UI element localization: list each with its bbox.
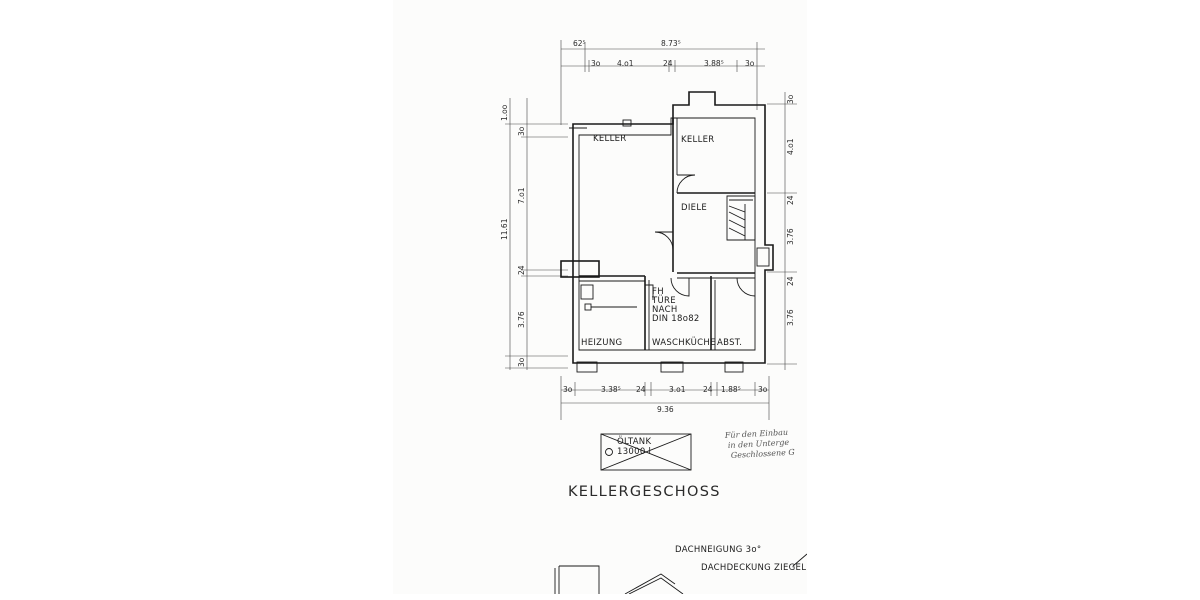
dim-right-6: 3.76: [786, 309, 795, 326]
dim-bottom-7: 3o: [758, 385, 768, 394]
room-label-heizung: HEIZUNG: [581, 338, 622, 348]
dim-bottom-1: 3o: [563, 385, 573, 394]
dim-top-5: 3o: [745, 59, 755, 68]
window-wells: [576, 119, 770, 373]
fh-note-2: TÜRE: [651, 295, 676, 306]
fh-note-1: FH: [652, 287, 664, 297]
dim-left-overall: 11.61: [500, 218, 509, 240]
doors: [645, 174, 756, 300]
dim-bottom-2: 3.38⁵: [601, 385, 621, 394]
dim-left-4: 24: [517, 265, 526, 275]
heating-unit: [580, 284, 637, 311]
dim-bottom-3: 24: [636, 385, 646, 394]
dim-top-3: 24: [663, 59, 673, 68]
room-label-keller-right: KELLER: [681, 135, 715, 145]
room-label-abst: ABST.: [717, 338, 742, 348]
dim-right-5: 24: [786, 276, 795, 286]
hand-line-3: Geschlossene G: [731, 448, 796, 460]
handwritten-note: Für den Einbau in den Unterge Geschlosse…: [724, 428, 796, 460]
dim-bottom-overall: 9.36: [657, 405, 674, 414]
roof-slope-note: DACHNEIGUNG 3o°: [675, 545, 761, 555]
room-label-diele: DIELE: [681, 203, 707, 213]
hand-line-2: in den Unterge: [728, 438, 790, 450]
dim-right-1: 3o: [786, 94, 795, 104]
room-label-waschkueche: WASCHKÜCHE: [652, 337, 716, 348]
bottom-dimensions: 3o 3.38⁵ 24 3.o1 24 1.88⁵ 3o 9.36: [560, 376, 770, 420]
dim-left-5: 3.76: [517, 311, 526, 328]
right-dimensions: 3o 4.o1 24 3.76 24 3.76: [767, 92, 797, 370]
left-dimensions: 11.61 1.oo 3o 7.o1 24 3.76 3o: [500, 98, 568, 370]
top-dimensions: 62⁵ 8.73⁵ 3o 4.o1 24 3.88⁵ 3o: [560, 39, 765, 125]
dim-left-2: 3o: [517, 126, 526, 136]
dim-top-2: 4.o1: [617, 59, 634, 68]
dim-top-overall: 8.73⁵: [661, 39, 681, 48]
dim-right-3: 24: [786, 195, 795, 205]
dim-top-4: 3.88⁵: [704, 59, 724, 68]
dim-top-1: 3o: [591, 59, 601, 68]
dim-right-2: 4.o1: [786, 138, 795, 155]
drawing-sheet: 62⁵ 8.73⁵ 3o 4.o1 24 3.88⁵ 3o 11.61 1.oo…: [393, 0, 807, 594]
dim-bottom-5: 24: [703, 385, 713, 394]
dim-left-3: 7.o1: [517, 187, 526, 204]
elevation-drawing-partial: [554, 553, 807, 594]
hand-line-1: Für den Einbau: [724, 428, 789, 440]
oil-tank: ÖLTANK 13000 l: [600, 433, 692, 471]
roof-cover-note: DACHDECKUNG ZIEGEL: [701, 563, 806, 573]
dim-top-offset: 62⁵: [573, 39, 586, 48]
tank-label-1: ÖLTANK: [617, 436, 651, 447]
fh-note-3: NACH: [652, 305, 678, 315]
staircase: [726, 195, 756, 241]
interior-walls: [560, 118, 755, 350]
floor-plan: 62⁵ 8.73⁵ 3o 4.o1 24 3.88⁵ 3o 11.61 1.oo…: [500, 39, 807, 594]
dim-right-4: 3.76: [786, 228, 795, 245]
dim-bottom-4: 3.o1: [669, 385, 686, 394]
tank-label-2: 13000 l: [617, 447, 651, 457]
dim-left-1: 1.oo: [500, 104, 509, 121]
dim-bottom-6: 1.88⁵: [721, 385, 741, 394]
fh-note-4: DIN 18o82: [652, 314, 700, 324]
drawing-title: KELLERGESCHOSS: [568, 484, 721, 500]
room-label-keller-left: KELLER: [593, 134, 627, 144]
dim-left-6: 3o: [517, 357, 526, 367]
